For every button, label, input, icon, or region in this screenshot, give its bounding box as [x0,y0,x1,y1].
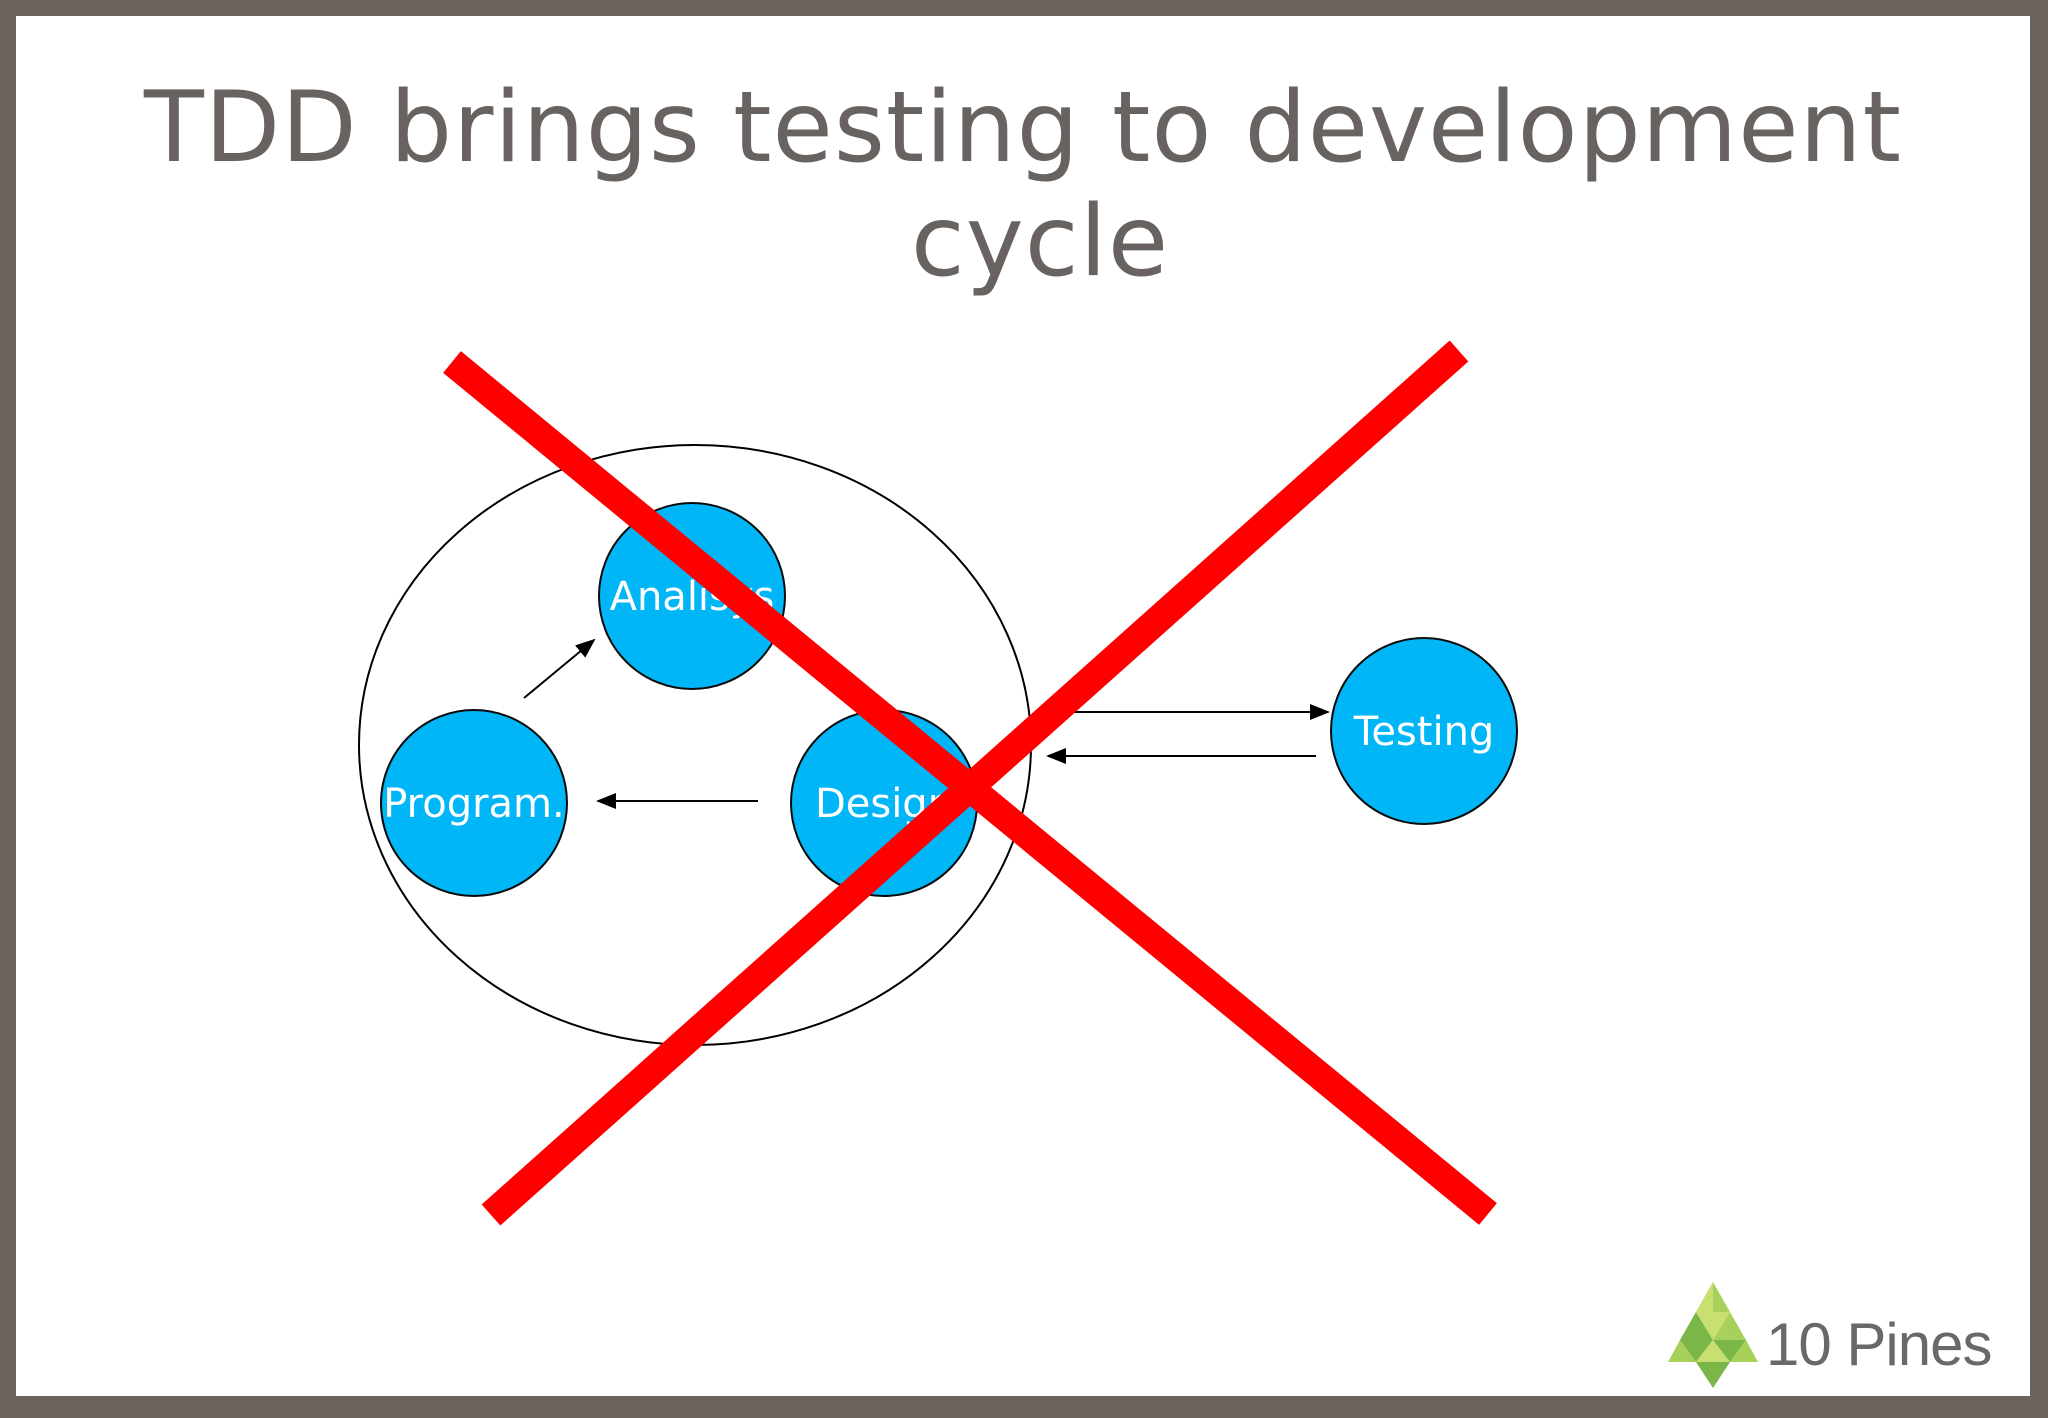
slide: TDD brings testing to development cycle … [16,16,2030,1396]
title-line-2: cycle [910,185,1170,299]
node-testing: Testing [1330,637,1518,825]
node-analisys: Analisys [598,502,786,690]
company-logo: 10 Pines [1668,1280,2018,1390]
arrow-program-to-analisys [523,638,596,699]
cross-out-mark [443,340,1497,1226]
node-label-testing: Testing [1353,709,1495,755]
development-cycle-diagram: Analisys Program. Design Testing [358,340,1518,1226]
title-line-1: TDD brings testing to development [143,71,1903,185]
slide-title: TDD brings testing to development cycle [16,71,2030,299]
cross-stroke-2 [481,340,1469,1226]
logo-text: 10 Pines [1766,1311,1992,1378]
pine-tree-icon [1668,1282,1758,1388]
node-label-program: Program. [383,781,564,827]
node-program: Program. [380,709,568,897]
